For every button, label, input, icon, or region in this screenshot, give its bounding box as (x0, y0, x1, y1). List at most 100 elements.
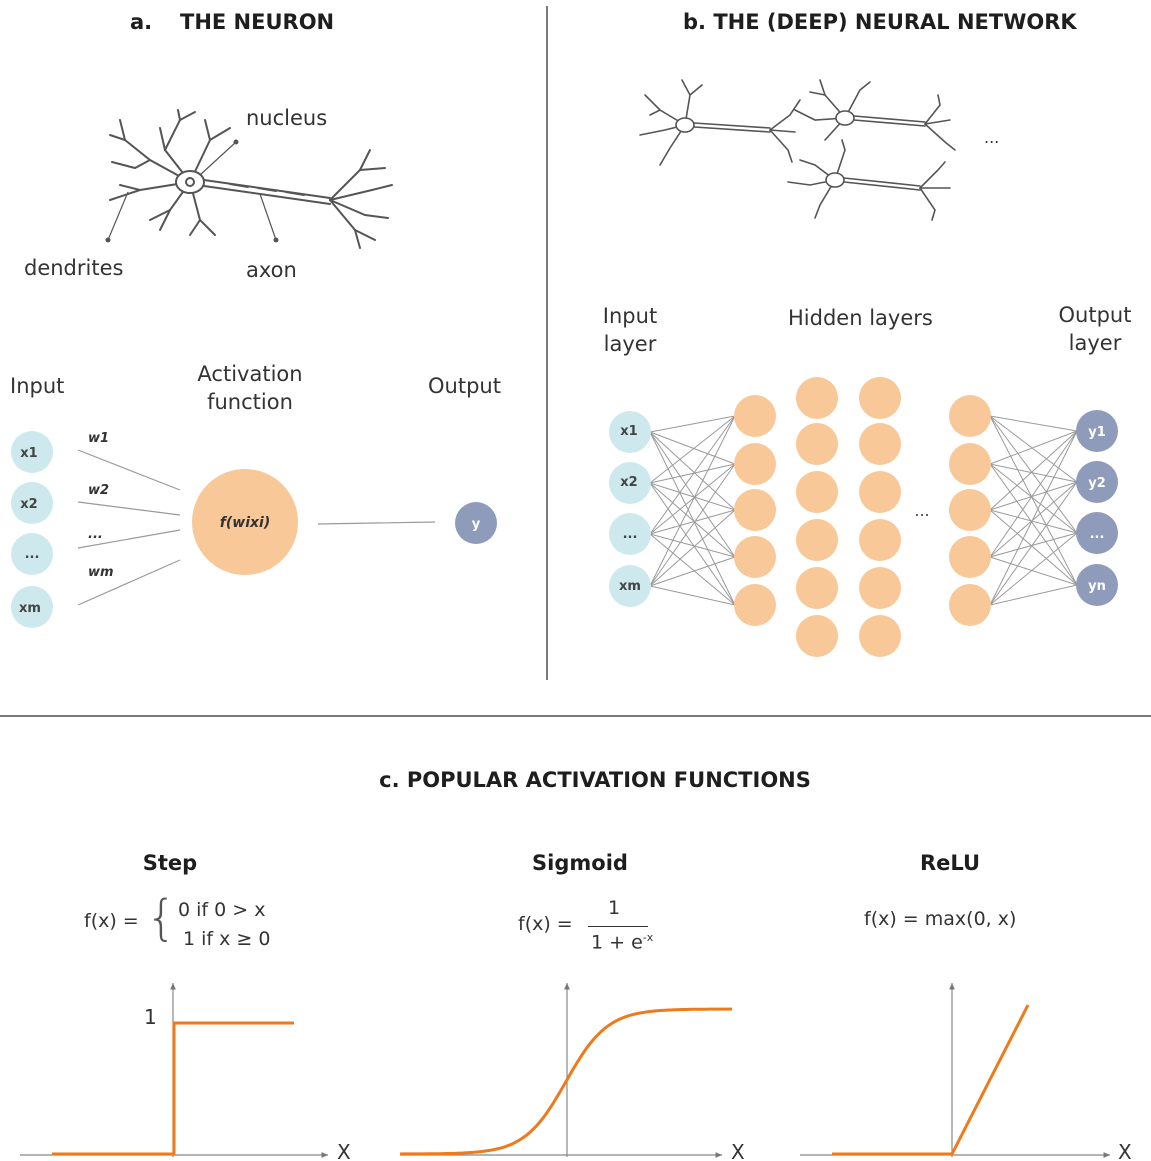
network-edge (989, 415, 1078, 483)
neural-network-diagram: x1 x2 ... xm y1 y2 ... yn ... (609, 377, 1118, 657)
network-edge (649, 509, 736, 535)
input-node-2 (11, 482, 53, 524)
network-edge (989, 430, 1078, 606)
nn-output-node-1 (1076, 410, 1118, 452)
network-edge (649, 533, 736, 558)
network-edge (989, 556, 1078, 586)
network-edge (649, 431, 736, 558)
vertical-divider (546, 6, 548, 680)
hidden-node-l2-2 (796, 423, 838, 465)
network-edge (649, 415, 736, 433)
function-label: f(wixi) (220, 515, 270, 531)
nn-output-dots-label: ... (1090, 527, 1105, 542)
step-case-2: 1 if x ≥ 0 (183, 928, 271, 950)
network-edge (989, 415, 1078, 432)
activation-function-label: Activation function (170, 360, 330, 416)
network-edge (649, 533, 736, 606)
network-edge (649, 415, 736, 587)
network-edge (989, 481, 1078, 511)
input-node-3 (11, 533, 53, 575)
input-x2-label: x2 (20, 497, 37, 512)
hidden-node-l1-5 (734, 584, 776, 626)
sigmoid-fraction-bar (588, 926, 648, 927)
panel-a-title: THE NEURON (180, 10, 335, 34)
output-layer-line-1: Output (1058, 303, 1132, 327)
network-edge (989, 463, 1078, 534)
relu-axes (800, 983, 1110, 1158)
sigmoid-numerator: 1 (608, 897, 621, 919)
network-edge (989, 532, 1078, 558)
nn-input-x2-label: x2 (620, 475, 637, 490)
step-case-1: 0 if 0 > x (178, 899, 266, 921)
sigmoid-axes (400, 983, 722, 1158)
network-edge (649, 431, 736, 465)
hidden-node-l3-5 (859, 567, 901, 609)
nn-input-node-3 (609, 513, 651, 555)
nn-output-node-3 (1076, 512, 1118, 554)
network-nodes (609, 377, 1118, 657)
hidden-node-l4-1 (949, 395, 991, 437)
network-edge (649, 482, 736, 606)
step-curve (52, 1021, 294, 1156)
nn-input-xm-label: xm (619, 579, 641, 594)
output-layer-label: Output layer (1040, 301, 1150, 357)
panel-a-letter: a. (130, 10, 153, 34)
step-formula-lhs: f(x) = (84, 910, 139, 932)
neuron-icon (105, 109, 393, 249)
output-y-label: y (472, 517, 481, 532)
activation-line-1: Activation (197, 362, 303, 386)
network-edge (989, 532, 1078, 606)
hidden-node-l2-4 (796, 519, 838, 561)
hidden-node-l3-2 (859, 423, 901, 465)
nn-output-node-2 (1076, 461, 1118, 503)
hidden-node-l4-4 (949, 536, 991, 578)
weight-w2: w2 (88, 483, 109, 498)
network-edge (989, 430, 1078, 465)
hidden-node-l2-3 (796, 471, 838, 513)
network-edge (649, 415, 736, 535)
hidden-node-l1-1 (734, 395, 776, 437)
axon-label: axon (246, 258, 297, 282)
step-title: Step (142, 851, 198, 875)
network-edge (989, 415, 1078, 586)
step-x-label: X (337, 1140, 351, 1161)
perceptron-diagram: x1 x2 ... xm y w1 w2 ... wm f(wixi) (11, 431, 497, 628)
relu-x-label: X (1118, 1140, 1132, 1161)
network-edge (649, 585, 736, 606)
panel-c-title: c. POPULAR ACTIVATION FUNCTIONS (379, 768, 811, 792)
network-edge (989, 463, 1078, 483)
hidden-node-l3-6 (859, 615, 901, 657)
network-ellipsis: ... (984, 128, 1000, 147)
sigmoid-exponent: -x (642, 931, 654, 944)
output-layer-line-2: layer (1068, 331, 1122, 355)
input-xm-label: xm (19, 601, 41, 616)
network-edge (649, 509, 736, 587)
weight-w1: w1 (88, 431, 109, 446)
input-node-m (11, 586, 53, 628)
step-y-tick: 1 (144, 1005, 157, 1029)
network-edge (989, 481, 1078, 558)
network-edge (989, 509, 1078, 534)
network-edge (649, 431, 736, 606)
activation-plots: 1 X X X (20, 983, 1132, 1161)
nn-output-y2-label: y2 (1088, 476, 1106, 491)
output-label: Output (428, 374, 501, 398)
network-edge (649, 463, 736, 484)
relu-title: ReLU (919, 851, 981, 875)
weight-dots: ... (88, 527, 103, 542)
sigmoid-formula-lhs: f(x) = (518, 913, 573, 935)
input-layer-label: Input layer (580, 302, 680, 358)
sigmoid-x-label: X (731, 1140, 745, 1161)
activation-line-2: function (207, 390, 293, 414)
nn-output-yn-label: yn (1088, 579, 1106, 594)
network-edge (989, 509, 1078, 586)
nn-output-node-4 (1076, 564, 1118, 606)
panel-b-title: b. THE (DEEP) NEURAL NETWORK (683, 10, 1077, 34)
input-node-1 (11, 431, 53, 473)
nn-input-x1-label: x1 (620, 424, 637, 439)
hidden-node-l3-4 (859, 519, 901, 561)
sigmoid-title: Sigmoid (532, 851, 628, 875)
hidden-node-l2-5 (796, 567, 838, 609)
network-edge (649, 482, 736, 511)
activation-node (192, 469, 298, 575)
